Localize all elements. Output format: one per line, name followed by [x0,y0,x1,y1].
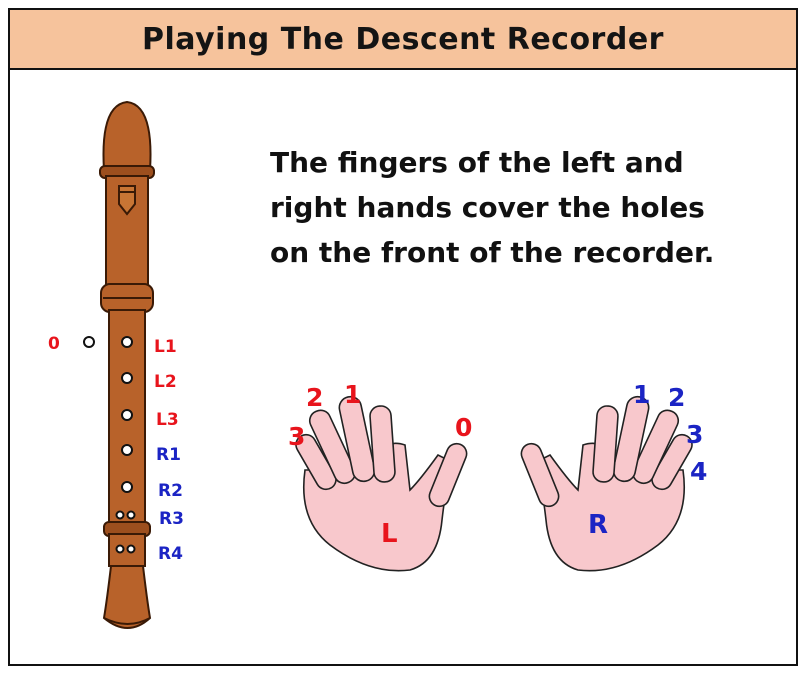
right-finger-2: 2 [668,383,685,412]
description-line-2: right hands cover the holes [270,191,705,224]
left-index [369,405,396,483]
description-line-3: on the front of the recorder. [270,236,715,269]
left-finger-1: 1 [344,380,361,409]
hole-l1 [121,336,133,348]
hole-label-r1: R1 [156,445,181,465]
hole-label-l1: L1 [154,337,177,357]
left-thumb [428,442,468,508]
hole-l2 [121,372,133,384]
hole-label-r4: R4 [158,544,183,564]
description: The fingers of the left and right hands … [270,140,770,275]
hole-label-l2: L2 [154,372,177,392]
hole-r3-b [126,510,136,520]
hole-r4-b [126,544,136,554]
left-finger-0: 0 [455,413,472,442]
right-middle [612,395,650,483]
recorder-head [102,100,152,171]
thumb-hole [83,336,95,348]
hole-label-l3: L3 [156,410,179,430]
right-hand [520,395,693,572]
right-pinky [651,433,693,491]
hole-r4-a [115,544,125,554]
recorder-foot [102,565,152,629]
recorder-holes [83,336,136,554]
hole-label-r3: R3 [159,509,184,529]
title-bar: Playing The Descent Recorder [10,10,796,70]
right-thumb [520,442,560,508]
right-ring [632,409,680,485]
hole-label-thumb: 0 [48,334,60,354]
left-hand-label: L [381,519,398,549]
left-middle [338,395,376,483]
hole-label-r2: R2 [158,481,183,501]
left-pinky [295,433,337,491]
right-finger-1: 1 [633,380,650,409]
right-finger-3: 3 [686,420,703,449]
hole-r3-a [115,510,125,520]
description-line-1: The fingers of the left and [270,146,684,179]
left-finger-2: 2 [306,383,323,412]
hole-r2 [121,481,133,493]
right-finger-4: 4 [690,457,707,486]
left-hand [295,395,468,572]
hole-r1 [121,444,133,456]
left-ring [308,409,356,485]
hole-l3 [121,409,133,421]
left-finger-3: 3 [288,422,305,451]
right-hand-label: R [588,510,608,540]
right-index [592,405,619,483]
page-title: Playing The Descent Recorder [142,21,664,57]
